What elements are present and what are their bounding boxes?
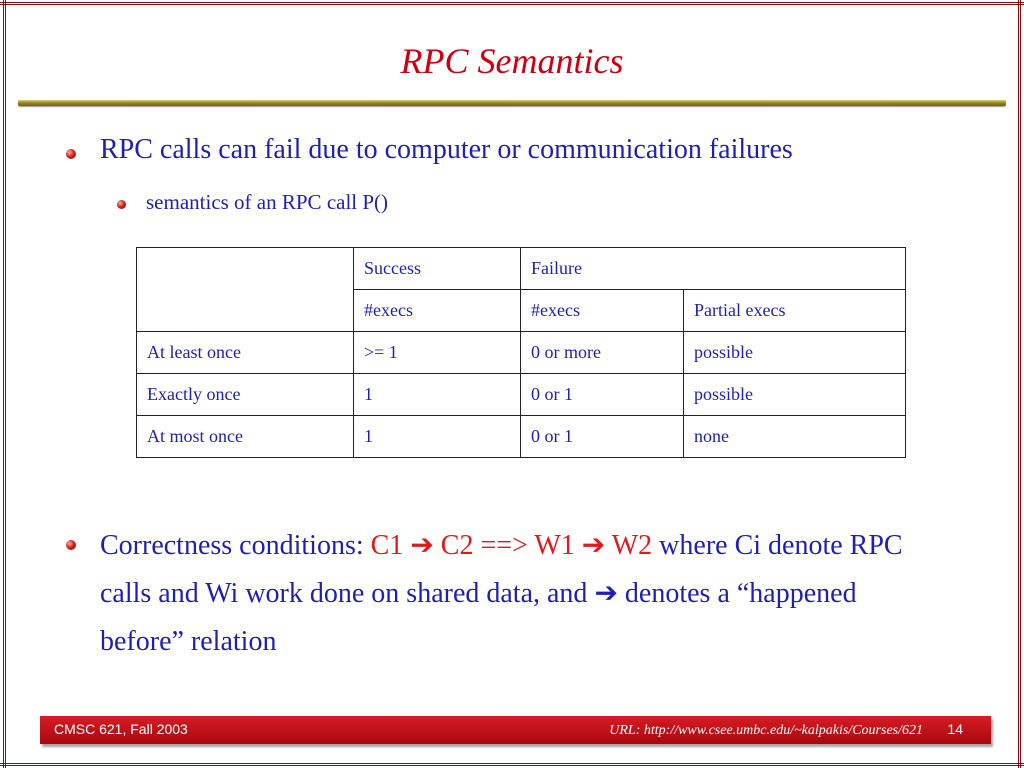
- footer-url: URL: http://www.csee.umbc.edu/~kalpakis/…: [609, 723, 923, 738]
- header-failure: Failure: [520, 247, 906, 290]
- slide-title: RPC Semantics: [400, 41, 624, 81]
- table-cell: 0 or more: [520, 331, 684, 374]
- subheader-failure-execs: #execs: [520, 289, 684, 332]
- table-subheader-row: #execs #execs Partial execs: [137, 289, 906, 332]
- subheader-success-execs: #execs: [353, 289, 521, 332]
- c2-w1-label: C2 ==> W1: [440, 530, 575, 561]
- arrow-right-icon: ➔: [594, 578, 618, 609]
- table-row: At most once 1 0 or 1 none: [136, 415, 906, 458]
- bullet-2-text: semantics of an RPC call P(): [146, 190, 389, 214]
- title-divider: [18, 100, 1006, 106]
- footer-course: CMSC 621, Fall 2003: [54, 721, 188, 737]
- semantics-table: Success Failure #execs #execs Partial ex…: [136, 247, 906, 458]
- frame-bottom-line: [0, 763, 1024, 766]
- table-cell: 1: [353, 415, 521, 458]
- arrow-right-icon: ➔: [581, 530, 606, 561]
- frame-top-line: [0, 2, 1024, 5]
- w2-label: W2: [611, 530, 653, 561]
- bullet-icon: [66, 540, 76, 550]
- correctness-description: where Ci denote RPC calls and Wi work do…: [100, 530, 903, 609]
- c1-label: C1: [370, 530, 404, 561]
- sub-bullet-icon: [117, 200, 126, 209]
- header-success: Success: [353, 247, 521, 290]
- table-corner-cell: [136, 247, 354, 332]
- page-number: 14: [947, 721, 963, 737]
- frame-left-line: [3, 0, 6, 768]
- footer-bar: CMSC 621, Fall 2003 URL: http://www.csee…: [40, 716, 991, 744]
- bullet-3-text: Correctness conditions: C1 ➔ C2 ==> W1 ➔…: [100, 522, 940, 666]
- table-cell: >= 1: [353, 331, 521, 374]
- arrow-right-icon: ➔: [410, 530, 434, 561]
- table-cell: 0 or 1: [520, 373, 684, 416]
- subheader-partial-execs: Partial execs: [683, 289, 906, 332]
- bullet-icon: [66, 149, 76, 159]
- row-label: Exactly once: [136, 373, 354, 416]
- frame-right-line: [1018, 0, 1021, 768]
- correctness-relation: denotes a “happened before” relation: [100, 578, 857, 657]
- table-cell: none: [683, 415, 906, 458]
- row-label: At least once: [136, 331, 354, 374]
- table-cell: possible: [683, 331, 906, 374]
- table-cell: 1: [353, 373, 521, 416]
- table-cell: possible: [683, 373, 906, 416]
- table-row: Exactly once 1 0 or 1 possible: [136, 373, 906, 416]
- correctness-prefix: Correctness conditions:: [100, 530, 371, 561]
- bullet-1-text: RPC calls can fail due to computer or co…: [100, 134, 793, 165]
- table-row: At least once >= 1 0 or more possible: [136, 331, 906, 374]
- table-header-row: Success Failure: [136, 247, 906, 332]
- table-cell: 0 or 1: [520, 415, 684, 458]
- row-label: At most once: [136, 415, 354, 458]
